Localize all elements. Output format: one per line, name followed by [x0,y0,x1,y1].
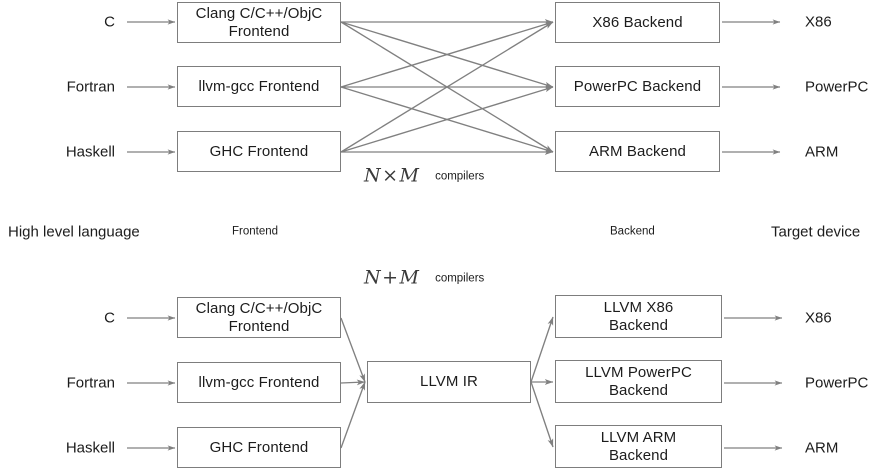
bottom-language-to-frontend-arrows [127,315,176,451]
math-rhs: M [399,266,420,289]
top-language-label-c: C [104,13,115,31]
math-lhs: N [364,164,382,187]
top-backend-box-x86[interactable]: X86 Backend [555,2,720,43]
top-backend-box-powerpc[interactable]: PowerPC Backend [555,66,720,107]
math-lhs: N [364,266,382,289]
bottom-frontend-box-ghc[interactable]: GHC Frontend [177,427,341,468]
top-target-label-powerpc: PowerPC [805,78,869,96]
column-header-target-device: Target device [771,223,861,241]
bottom-language-label-c: C [104,309,115,327]
bottom-frontend-to-ir-edges [340,317,366,449]
bottom-target-label-arm: ARM [805,439,839,457]
top-backend-to-target-arrows [722,19,781,155]
top-backend-box-arm[interactable]: ARM Backend [555,131,720,172]
bottom-target-label-powerpc: PowerPC [805,374,869,392]
bottom-backend-to-target-arrows [724,315,783,451]
annotation-n-plus-m: N+M compilers [364,267,485,289]
annotation-n-times-m: N×M compilers [364,165,485,187]
top-target-label-arm: ARM [805,143,839,161]
bottom-frontend-box-llvm-gcc[interactable]: llvm-gcc Frontend [177,362,341,403]
math-operator: + [382,266,399,289]
annotation-n-plus-m-unit: compilers [435,272,485,285]
bottom-ir-to-backend-edges [530,316,554,448]
math-rhs: M [399,164,420,187]
top-frontend-box-llvm-gcc[interactable]: llvm-gcc Frontend [177,66,341,107]
top-language-label-haskell: Haskell [65,143,115,161]
bottom-target-label-x86: X86 [805,309,832,327]
column-header-frontend: Frontend [232,225,279,238]
column-header-high-level-language: High level language [8,223,140,241]
bottom-language-label-haskell: Haskell [65,439,115,457]
bottom-language-label-fortran: Fortran [66,374,115,392]
top-frontend-box-ghc[interactable]: GHC Frontend [177,131,341,172]
annotation-n-times-m-math: N×M [364,165,426,187]
top-language-label-fortran: Fortran [66,78,115,96]
top-frontend-to-backend-edges [340,19,554,155]
annotation-n-times-m-unit: compilers [435,170,485,183]
llvm-ir-box[interactable]: LLVM IR [367,361,531,403]
annotation-n-plus-m-math: N+M [364,267,426,289]
column-header-backend: Backend [610,225,655,238]
math-operator: × [382,164,399,187]
top-language-to-frontend-arrows [127,19,176,155]
top-target-label-x86: X86 [805,13,832,31]
